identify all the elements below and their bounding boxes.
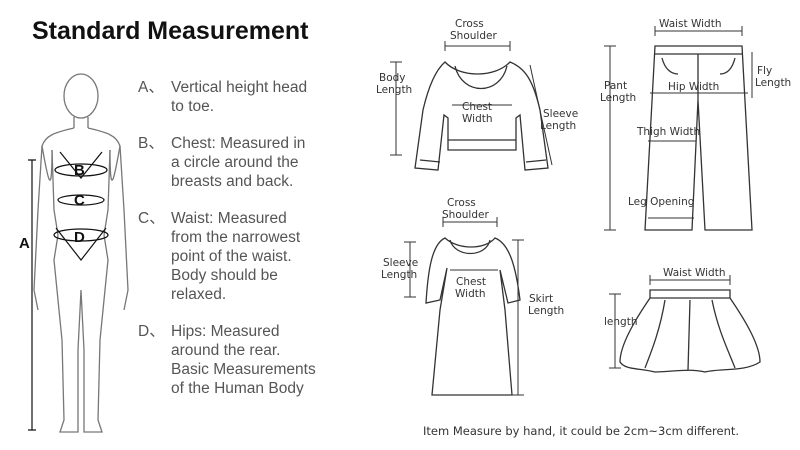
definition-a: A、 Vertical height head to toe. [138, 78, 368, 116]
sweater-cross-shoulder-label: Cross [455, 18, 484, 30]
skirt-length-label: length [604, 316, 637, 328]
pants-pant-length-label: Length [600, 92, 636, 104]
human-body-figure [28, 73, 129, 433]
dress-cross-shoulder-label: Shoulder [442, 209, 489, 221]
sweater-chest-width-label: Width [462, 113, 493, 125]
definition-letter: B、 [138, 135, 164, 152]
measurement-definitions: A、 Vertical height head to toe. B、 Chest… [138, 78, 368, 416]
definition-letter: A、 [138, 79, 164, 96]
definition-letter: C、 [138, 210, 165, 227]
page-title: Standard Measurement [32, 17, 309, 45]
skirt-diagram: Waist Width length [604, 267, 761, 373]
definition-letter: D、 [138, 323, 165, 340]
definition-c: C、 Waist: Measured from the narrowest po… [138, 209, 368, 304]
body-label-c: C [74, 192, 85, 209]
dress-cross-shoulder-label: Cross [447, 197, 476, 209]
definition-text: Waist: Measured from the narrowest point… [171, 210, 301, 303]
measurement-footnote: Item Measure by hand, it could be 2cm~3c… [423, 424, 740, 438]
sweater-body-length-label: Body [379, 72, 406, 84]
sweater-sleeve-length-label: Length [540, 120, 576, 132]
pants-pant-length-label: Pant [604, 80, 627, 92]
sweater-chest-width-label: Chest [462, 101, 492, 113]
pants-thigh-width-label: Thigh Width [636, 126, 700, 138]
definition-b: B、 Chest: Measured in a circle around th… [138, 134, 368, 191]
sweater-sleeve-length-label: Sleeve [543, 108, 578, 120]
dress-skirt-length-label: Skirt [529, 293, 553, 305]
body-label-b: B [74, 162, 85, 179]
definition-text: Hips: Measured around the rear. Basic Me… [171, 323, 316, 397]
pants-fly-length-label: Length [755, 77, 791, 89]
dress-sleeve-length-label: Length [381, 269, 417, 281]
definition-text: Vertical height head to toe. [171, 79, 308, 115]
definition-d: D、 Hips: Measured around the rear. Basic… [138, 322, 368, 398]
pants-leg-opening-label: Leg Opening [628, 196, 694, 208]
skirt-waist-width-label: Waist Width [663, 267, 726, 279]
dress-sleeve-length-label: Sleeve [383, 257, 418, 269]
body-label-d: D [74, 229, 85, 246]
definition-text: Chest: Measured in a circle around the b… [171, 135, 306, 190]
dress-skirt-length-label: Length [528, 305, 564, 317]
pants-fly-length-label: Fly [757, 65, 772, 77]
pants-waist-width-label: Waist Width [659, 18, 722, 30]
dress-chest-width-label: Chest [456, 276, 486, 288]
sweater-cross-shoulder-label: Shoulder [450, 30, 497, 42]
body-label-a: A [19, 235, 30, 252]
dress-chest-width-label: Width [455, 288, 486, 300]
sweater-body-length-label: Length [376, 84, 412, 96]
pants-hip-width-label: Hip Width [668, 81, 719, 93]
